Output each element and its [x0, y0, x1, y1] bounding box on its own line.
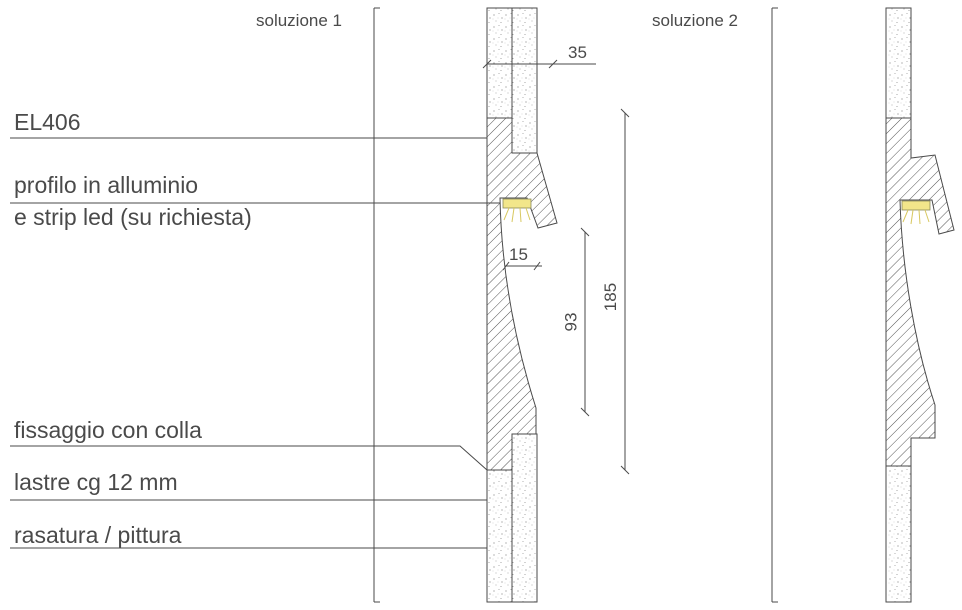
callout-profile-line-2: e strip led (su richiesta)	[14, 204, 252, 230]
el406-profile	[486, 117, 558, 471]
plasterboard-layer	[885, 7, 912, 119]
dimension-label-93: 93	[561, 312, 581, 332]
callout-fixing: fissaggio con colla	[14, 417, 202, 443]
solution-1-title: soluzione 1	[256, 11, 343, 30]
led-strip	[502, 198, 532, 223]
plasterboard-layer	[486, 469, 513, 603]
plasterboard-layer	[511, 433, 538, 603]
callout-el406: EL406	[14, 109, 81, 135]
callout-plasterboard: lastre cg 12 mm	[14, 469, 178, 495]
plasterboard-layer	[486, 7, 513, 119]
callout-finish: rasatura / pittura	[14, 522, 182, 548]
plasterboard-layer	[511, 7, 538, 154]
el406-profile-solution-2	[885, 117, 955, 467]
plasterboard-layer	[885, 465, 912, 603]
solution-1-section	[10, 7, 630, 603]
led-strip-solution-2	[901, 200, 931, 225]
dimension-label-15: 15	[509, 245, 528, 264]
dimension-label-35: 35	[568, 43, 587, 62]
dimension-label-185: 185	[601, 282, 621, 312]
callout-profile-line-1: profilo in alluminio	[14, 172, 199, 198]
solution-2-section	[771, 7, 955, 603]
solution-2-title: soluzione 2	[652, 11, 739, 30]
leader-line	[10, 445, 488, 471]
